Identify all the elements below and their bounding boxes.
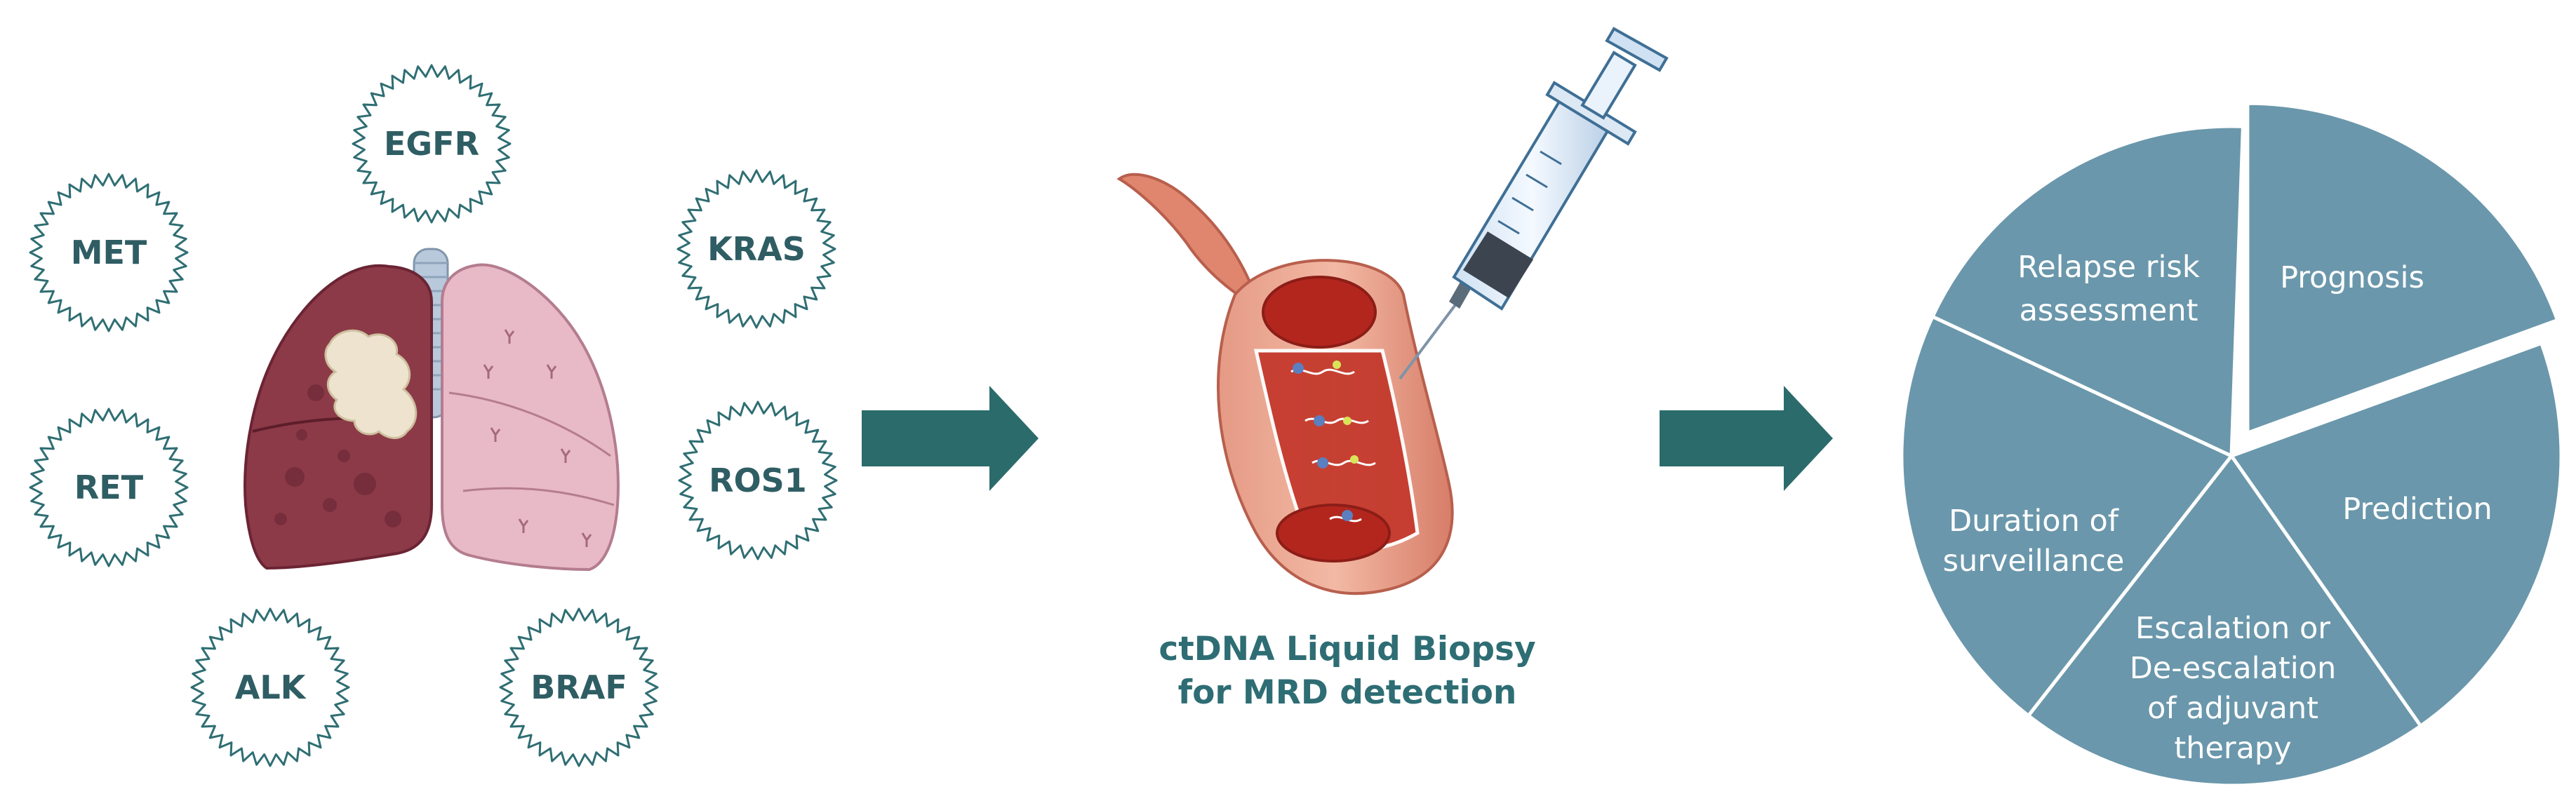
badge-egfr: EGFR (352, 64, 512, 224)
arrow-right-1 (862, 386, 1039, 491)
badge-label: RET (74, 469, 144, 506)
segment-duration (1900, 314, 2234, 718)
arrow-right-2 (1660, 386, 1833, 491)
badge-outline (29, 173, 189, 332)
liquid-biopsy-caption: ctDNA Liquid Biopsy for MRD detection (1053, 628, 1642, 715)
badge-outline (678, 400, 838, 560)
badge-label: EGFR (384, 125, 479, 163)
badge-ret: RET (29, 408, 189, 567)
badge-label: ROS1 (709, 462, 807, 499)
caption-line-1: ctDNA Liquid Biopsy (1159, 630, 1536, 668)
segment-prognosis (2245, 101, 2560, 436)
badge-outline (29, 408, 189, 567)
label-prognosis: Prognosis (2280, 260, 2424, 295)
badge-outline (499, 607, 659, 767)
badge-label: BRAF (530, 668, 627, 706)
badge-label: KRAS (707, 230, 806, 268)
syringe-illustration (1399, 27, 1669, 380)
blood-vessel-illustration (1116, 173, 1454, 595)
lungs-illustration (243, 248, 620, 572)
badge-kras: KRAS (676, 169, 836, 329)
badge-ros1: ROS1 (678, 400, 838, 560)
tumor (324, 329, 418, 439)
badge-met: MET (29, 173, 189, 332)
segment-relapse (1930, 124, 2245, 459)
segment-escalation (2026, 452, 2424, 788)
badge-outline (190, 607, 350, 767)
badge-outline (676, 169, 836, 329)
badge-alk: ALK (190, 607, 350, 767)
badge-braf: BRAF (499, 607, 659, 767)
caption-line-2: for MRD detection (1177, 673, 1517, 712)
badge-outline (352, 64, 512, 224)
badge-label: ALK (235, 668, 307, 706)
badge-label: MET (71, 234, 147, 271)
right-lung (441, 263, 620, 572)
label-prediction: Prediction (2342, 492, 2492, 527)
segment-prediction (2229, 341, 2563, 729)
